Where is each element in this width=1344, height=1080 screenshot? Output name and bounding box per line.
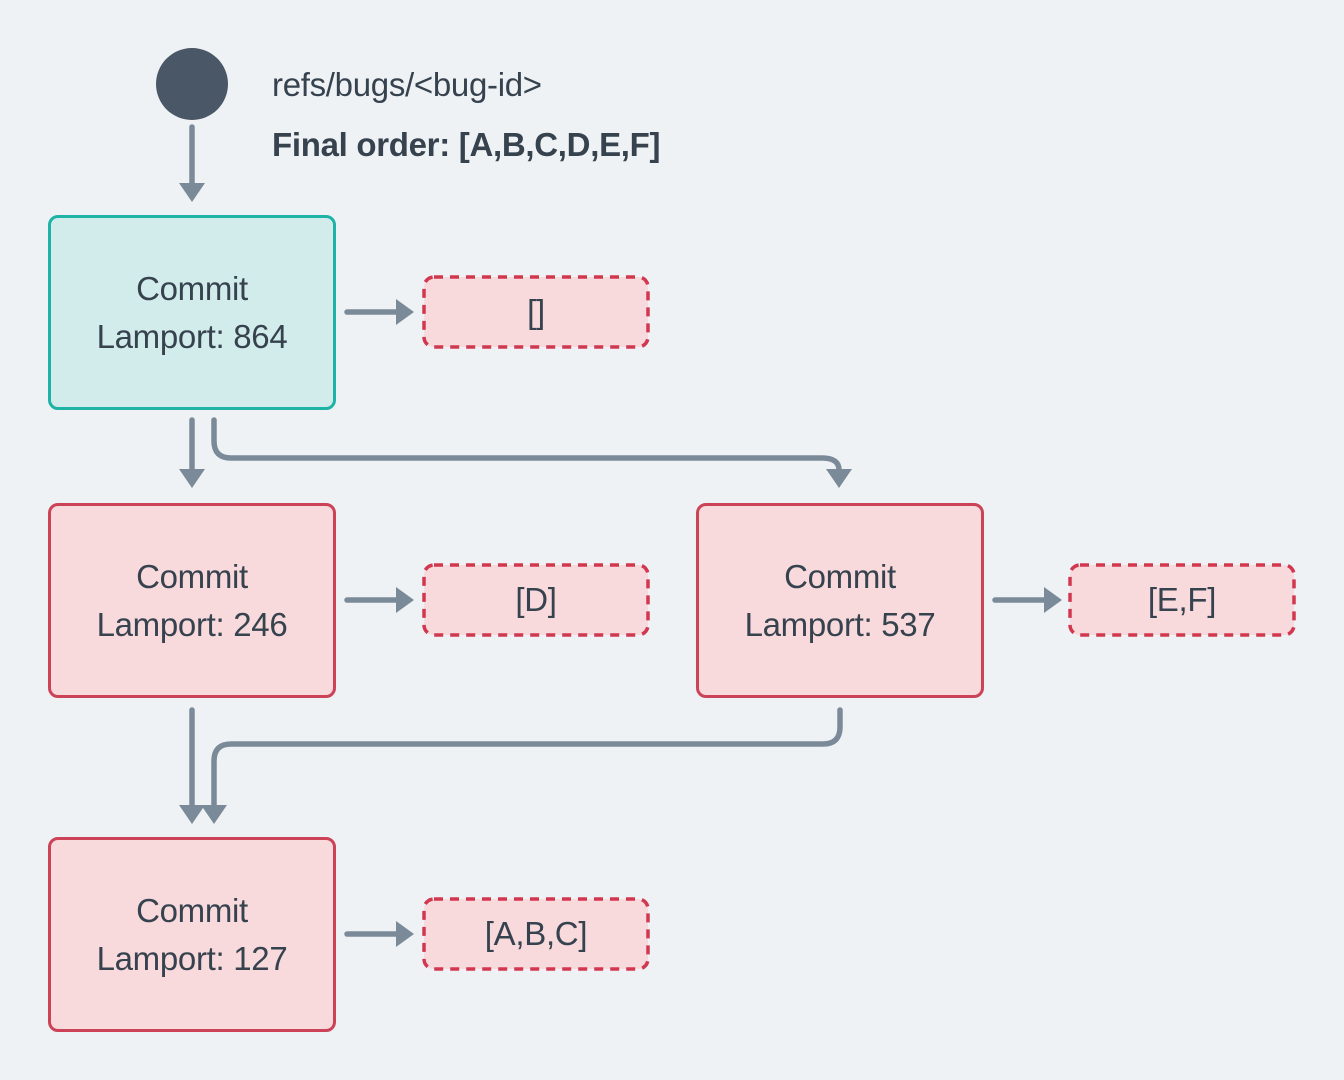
payload-value: [] [527,293,545,330]
arrowhead-246-to-payload [396,587,414,613]
payload-box-127: [A,B,C] [422,897,650,971]
commit-title: Commit [136,557,248,595]
arrowhead-ref-to-864 [179,183,205,202]
commit-title: Commit [136,269,248,307]
payload-dashed-outline [1068,563,1296,637]
commit-node-246: Commit Lamport: 246 [48,503,336,698]
arrowhead-864-to-537 [826,469,852,488]
commit-lamport: Lamport: 127 [96,939,288,977]
ref-head-dot-icon [156,48,228,120]
arrowhead-537-to-payload [1044,587,1062,613]
payload-dashed-outline [422,563,650,637]
commit-title: Commit [136,891,248,929]
ref-name-label: refs/bugs/<bug-id> [272,66,542,103]
commit-lamport: Lamport: 246 [96,605,288,643]
final-order-label: Final order: [A,B,C,D,E,F] [272,126,661,163]
payload-dashed-outline [422,275,650,349]
commit-node-127: Commit Lamport: 127 [48,837,336,1032]
commit-node-537: Commit Lamport: 537 [696,503,984,698]
arrowhead-864-to-payload [396,299,414,325]
arrowhead-246-to-127 [179,805,205,824]
edge-864-to-537 [211,417,842,473]
payload-value: [A,B,C] [484,915,588,952]
arrowhead-537-to-127 [201,805,227,824]
payload-box-246: [D] [422,563,650,637]
arrowhead-127-to-payload [396,921,414,947]
commit-lamport: Lamport: 537 [744,605,936,643]
payload-box-537: [E,F] [1068,563,1296,637]
commit-lamport: Lamport: 864 [96,317,288,355]
payload-dashed-outline [422,897,650,971]
payload-value: [E,F] [1147,581,1217,618]
arrowhead-864-to-246 [179,469,205,488]
commit-node-864: Commit Lamport: 864 [48,215,336,410]
edge-537-to-127 [211,707,843,809]
payload-value: [D] [515,581,557,618]
payload-box-864: [] [422,275,650,349]
commit-title: Commit [784,557,896,595]
